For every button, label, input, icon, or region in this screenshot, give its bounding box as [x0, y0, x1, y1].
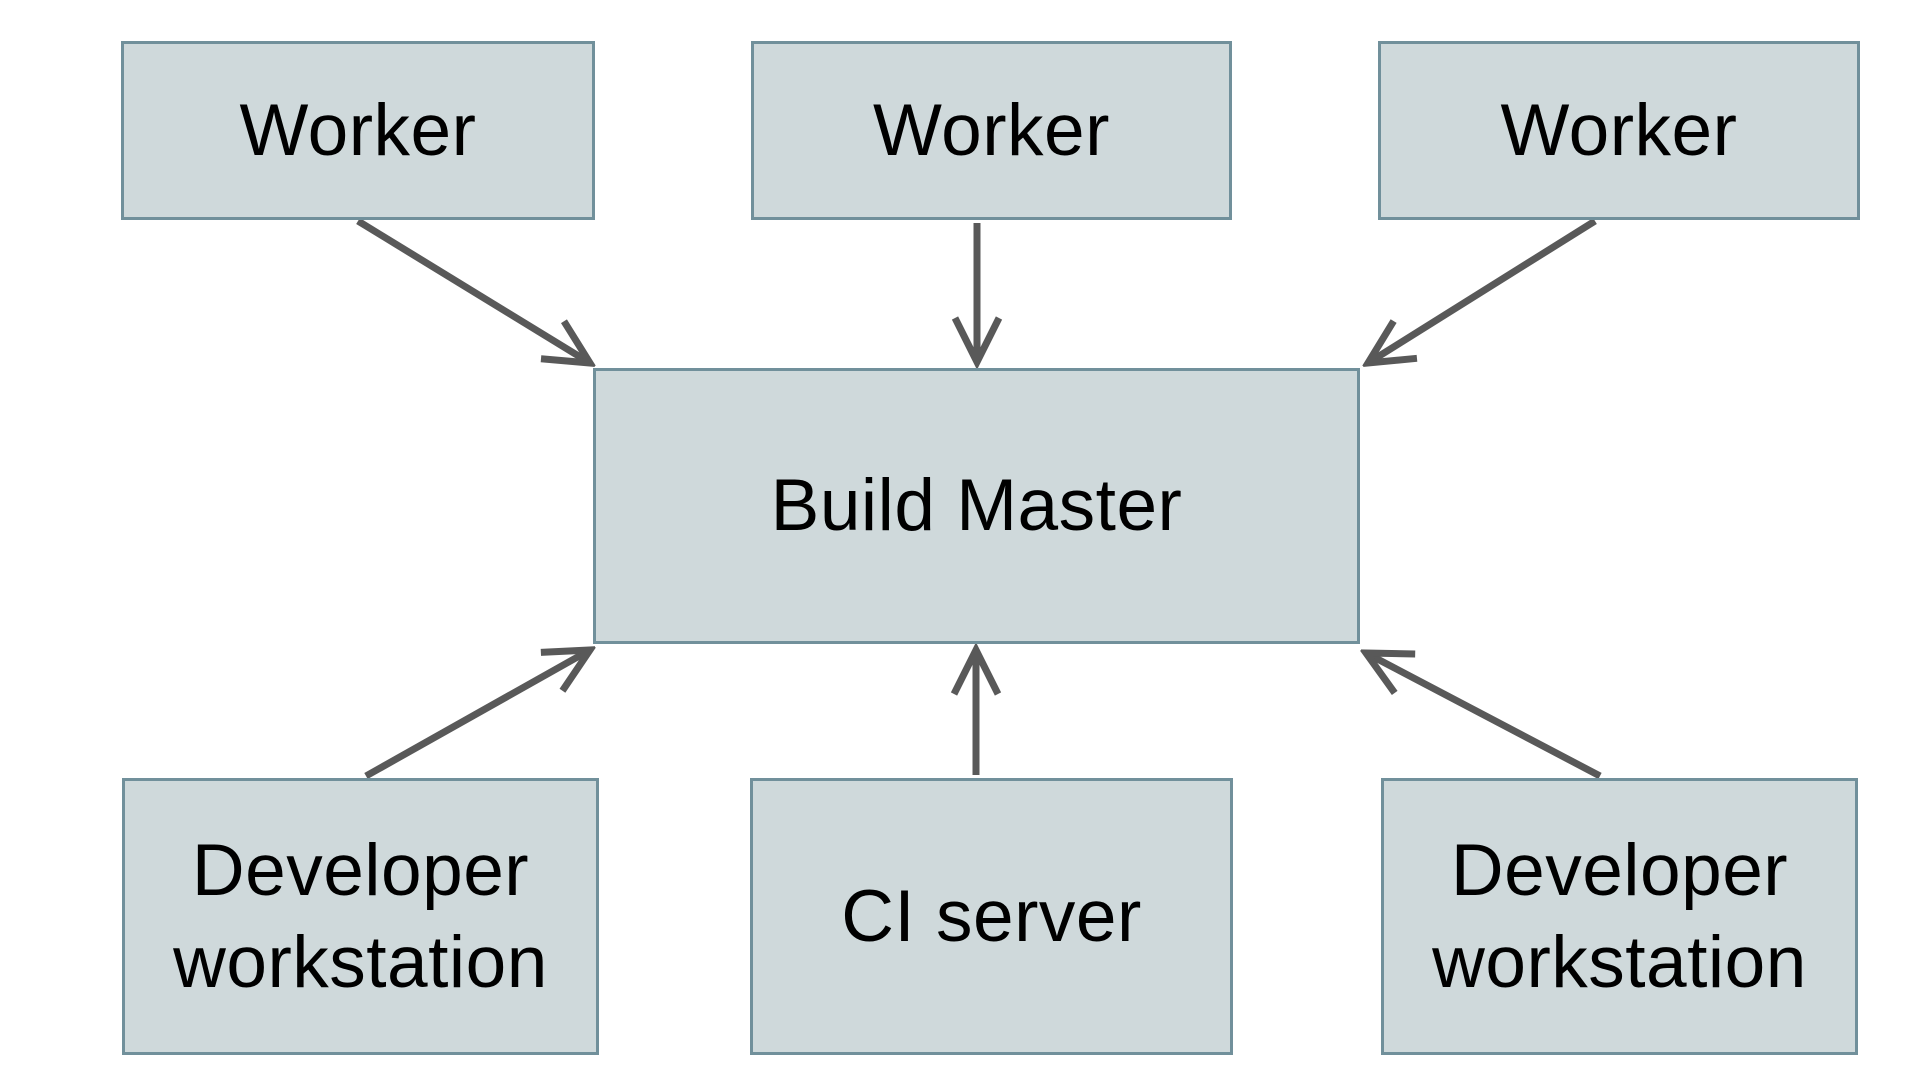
node-ci-server: CI server — [750, 778, 1233, 1055]
node-developer-workstation-left-label: Developer workstation — [173, 829, 548, 1003]
arrow-worker3-to-build-master — [1368, 218, 1597, 363]
node-worker-2: Worker — [751, 41, 1232, 220]
node-worker-1-label: Worker — [239, 89, 477, 171]
node-worker-3-label: Worker — [1500, 89, 1738, 171]
node-developer-workstation-left: Developer workstation — [122, 778, 599, 1055]
arrow-worker1-to-build-master — [356, 218, 590, 363]
node-build-master-label: Build Master — [770, 465, 1183, 547]
node-developer-workstation-right: Developer workstation — [1381, 778, 1858, 1055]
arrow-dev-left-to-build-master — [364, 650, 590, 780]
node-ci-server-label: CI server — [841, 875, 1142, 957]
node-worker-1: Worker — [121, 41, 595, 220]
node-worker-2-label: Worker — [873, 89, 1110, 171]
node-developer-workstation-right-label: Developer workstation — [1432, 829, 1807, 1003]
node-worker-3: Worker — [1378, 41, 1860, 220]
arrow-dev-right-to-build-master — [1366, 653, 1602, 780]
node-build-master: Build Master — [593, 368, 1360, 644]
